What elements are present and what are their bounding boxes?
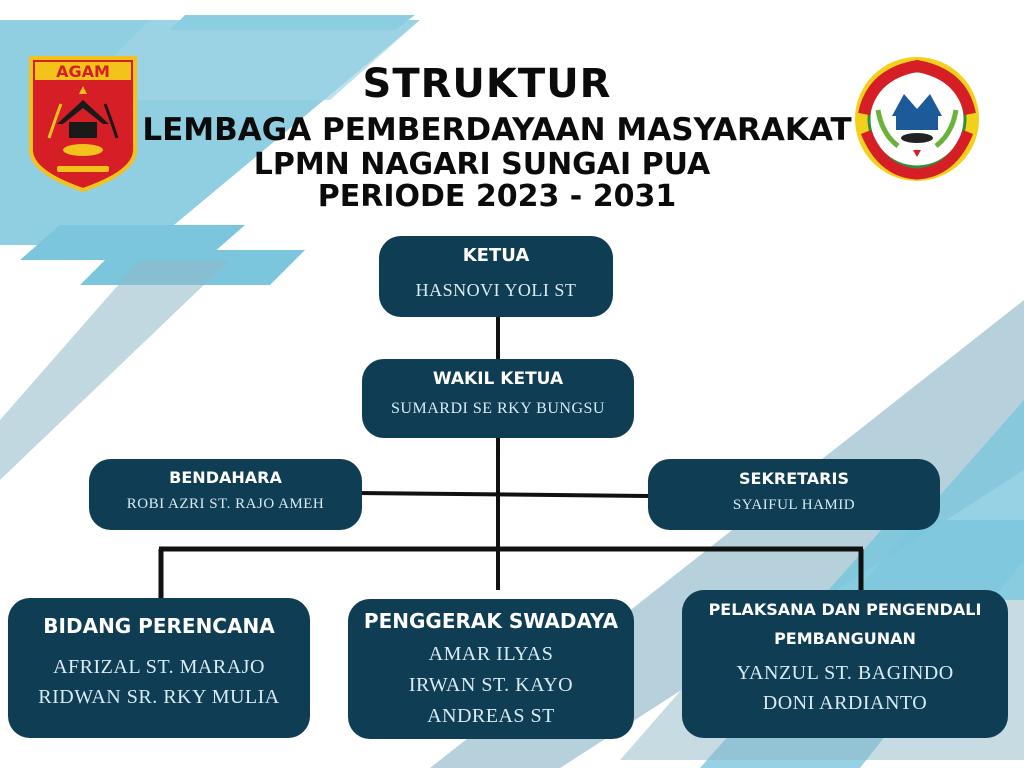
node-member-name: YANZUL ST. BAGINDO — [736, 662, 954, 684]
page-title: STRUKTUR — [362, 61, 612, 107]
node-member-name: DONI ARDIANTO — [762, 692, 928, 714]
node-pelaksana-pengendali-pembangunan: PELAKSANA DAN PENGENDALI PEMBANGUNAN YAN… — [682, 590, 1008, 738]
node-role-line-1: PELAKSANA DAN PENGENDALI — [708, 600, 982, 619]
node-role: SEKRETARIS — [739, 469, 849, 488]
node-member-name: AFRIZAL ST. MARAJO — [53, 656, 265, 678]
node-penggerak-swadaya: PENGGERAK SWADAYA AMAR ILYAS IRWAN ST. K… — [348, 599, 634, 739]
node-ketua: KETUA HASNOVI YOLI ST — [379, 236, 613, 317]
node-member-name: ANDREAS ST — [427, 705, 555, 727]
node-wakil-ketua: WAKIL KETUA SUMARDI SE RKY BUNGSU — [362, 359, 634, 438]
node-role: BENDAHARA — [169, 468, 282, 487]
node-member-name: IRWAN ST. KAYO — [408, 674, 574, 696]
node-bendahara: BENDAHARA ROBI AZRI ST. RAJO AMEH — [89, 459, 362, 530]
node-member-name: HASNOVI YOLI ST — [415, 280, 577, 300]
node-role: KETUA — [462, 245, 530, 266]
node-role-line-2: PEMBANGUNAN — [774, 629, 916, 648]
node-bidang-perencana: BIDANG PERENCANA AFRIZAL ST. MARAJO RIDW… — [8, 598, 310, 738]
node-member-name: ROBI AZRI ST. RAJO AMEH — [126, 496, 325, 512]
node-role: WAKIL KETUA — [432, 369, 564, 389]
page-subtitle-lpmn: LPMN NAGARI SUNGAI PUA — [253, 147, 711, 182]
nagari-sungai-pua-emblem-icon — [855, 57, 979, 181]
agam-logo-text: AGAM — [56, 62, 110, 81]
node-member-name: AMAR ILYAS — [428, 643, 554, 665]
node-member-name: SYAIFUL HAMID — [732, 497, 856, 513]
page-subtitle-organization: LEMBAGA PEMBERDAYAAN MASYARAKAT — [142, 112, 852, 148]
node-role: BIDANG PERENCANA — [43, 614, 275, 638]
node-role: PENGGERAK SWADAYA — [363, 609, 619, 633]
node-member-name: SUMARDI SE RKY BUNGSU — [391, 400, 605, 417]
node-sekretaris: SEKRETARIS SYAIFUL HAMID — [648, 459, 940, 530]
node-member-name: RIDWAN SR. RKY MULIA — [38, 686, 280, 708]
agam-regency-shield-icon: AGAM — [29, 56, 137, 193]
page-subtitle-period: PERIODE 2023 - 2031 — [317, 179, 677, 214]
